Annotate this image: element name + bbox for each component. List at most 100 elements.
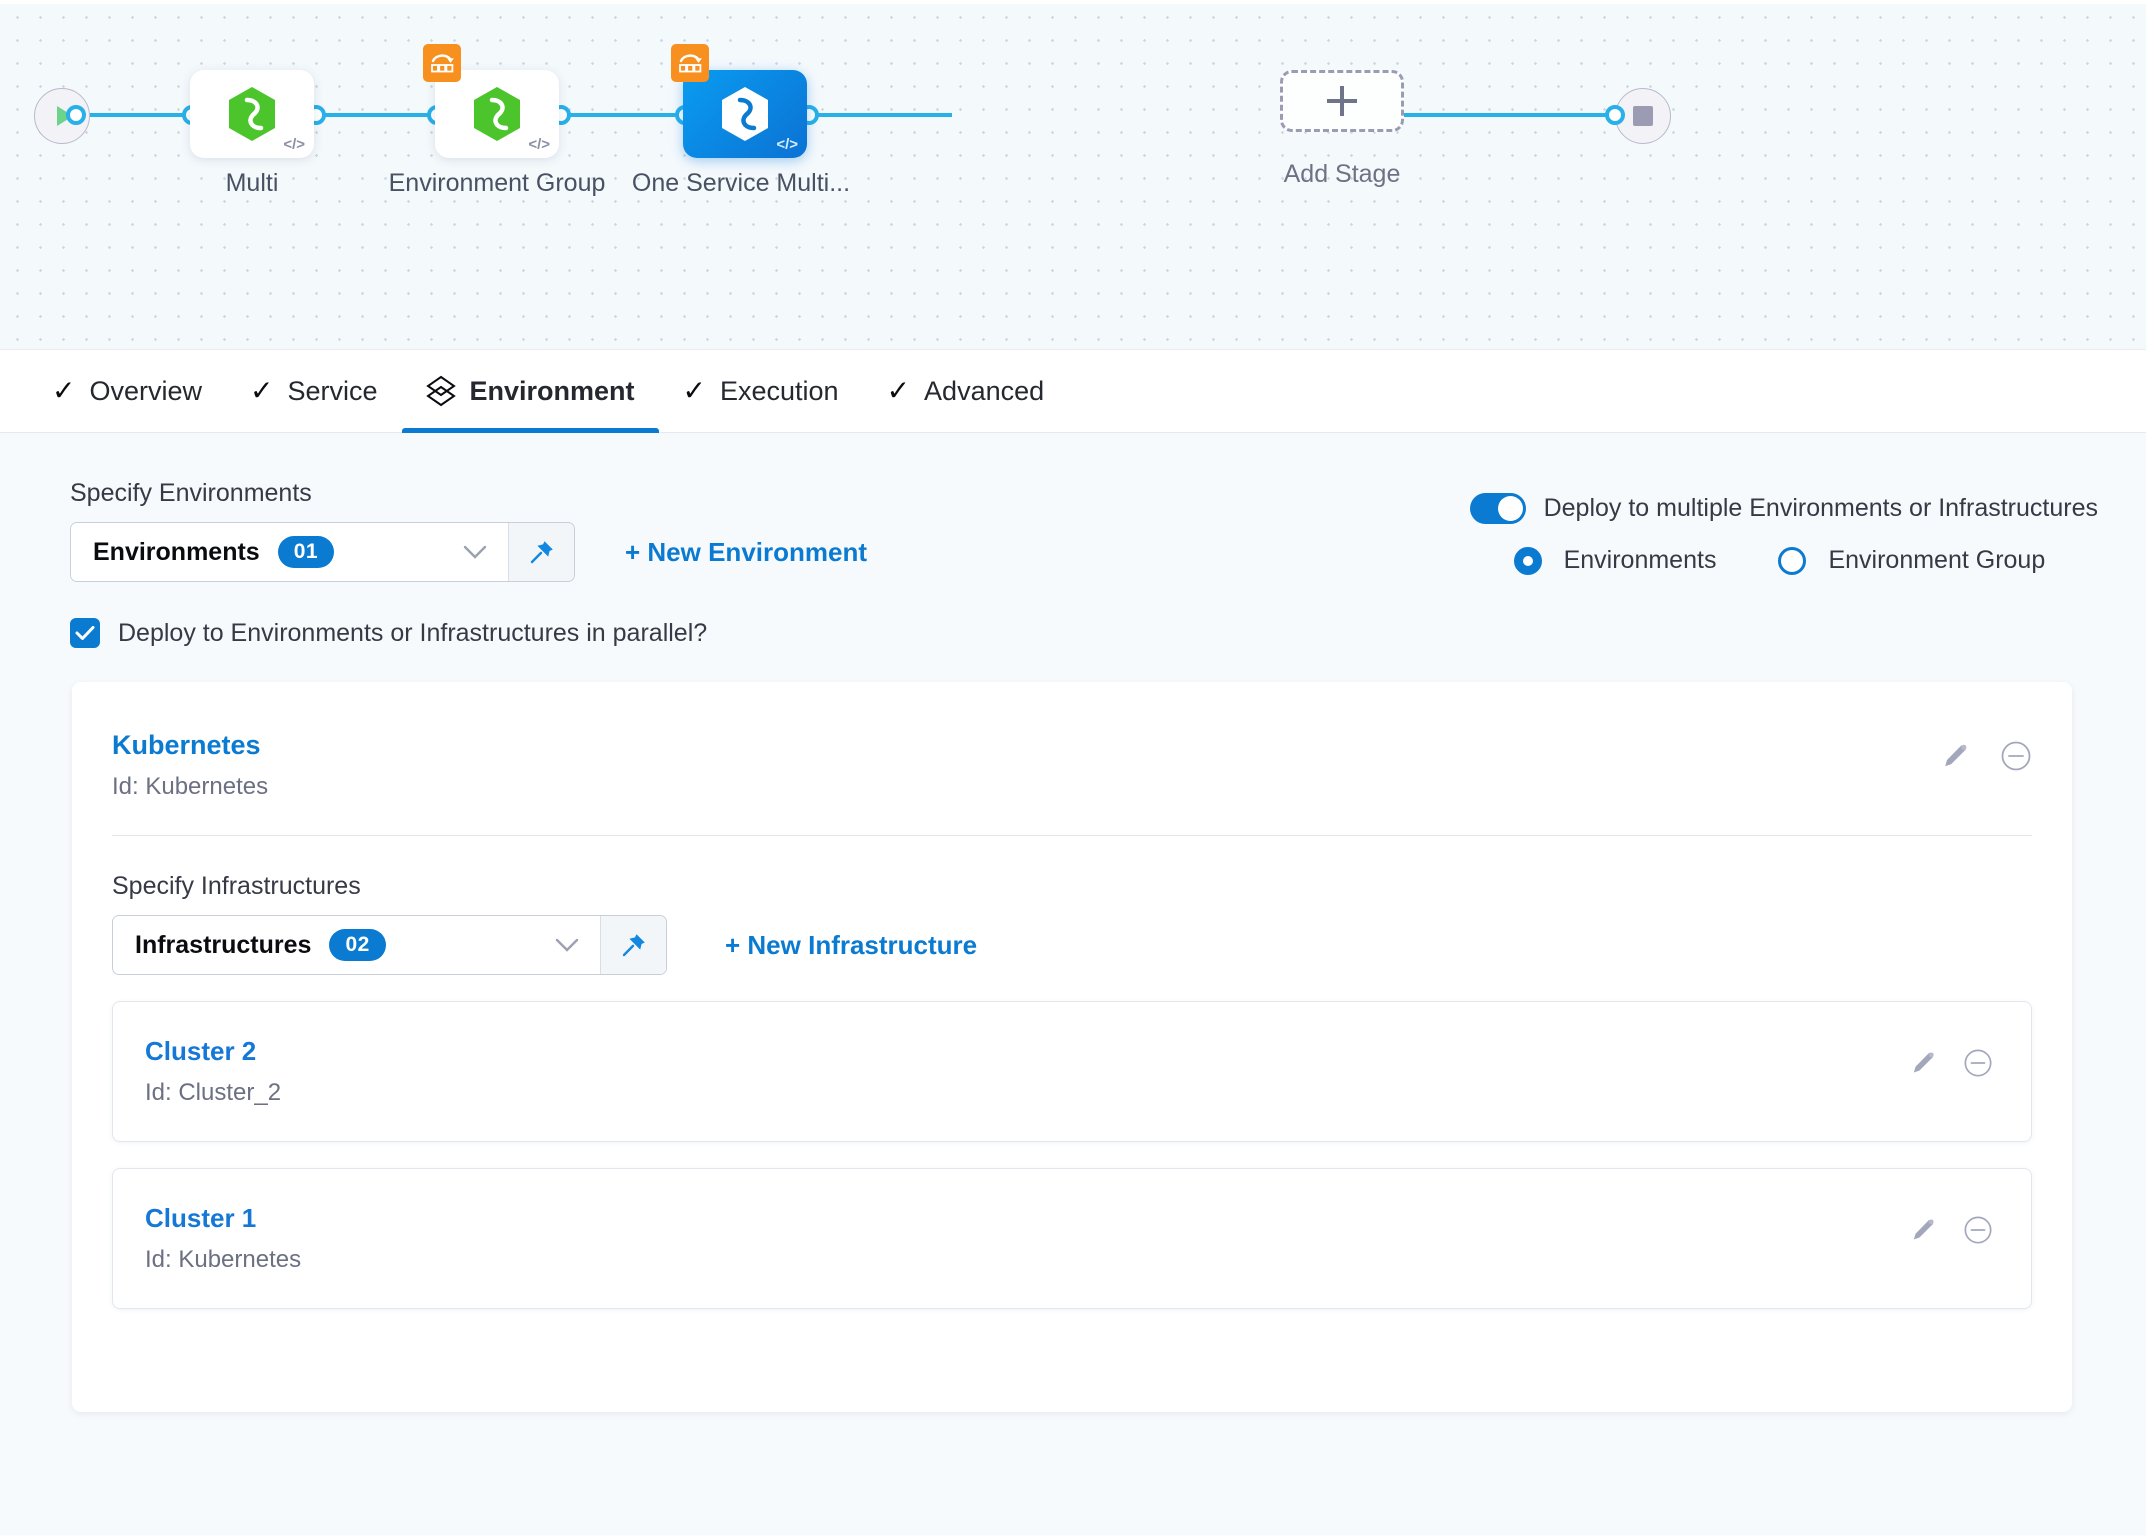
infrastructure-row: Cluster 1 Id: Kubernetes	[112, 1168, 2032, 1309]
tab-overview[interactable]: ✓ Overview	[28, 350, 226, 433]
stage-tab-bar: ✓ Overview ✓ Service Environment ✓ Execu…	[0, 350, 2146, 434]
tab-advanced[interactable]: ✓ Advanced	[863, 350, 1069, 433]
pin-icon	[528, 538, 556, 566]
environments-toolbar: Specify Environments Environments 01	[0, 433, 2146, 582]
stage-node-multi[interactable]: </>	[190, 70, 314, 158]
specify-infrastructures-label: Specify Infrastructures	[112, 872, 361, 900]
port-end-in[interactable]	[1605, 105, 1625, 125]
tab-label: Execution	[720, 375, 839, 406]
parallel-deploy-checkbox[interactable]	[70, 618, 100, 648]
environment-type-radio-group: Environments Environment Group	[1513, 546, 2086, 575]
infrastructure-titles: Cluster 2 Id: Cluster_2	[145, 1036, 281, 1107]
radio-environments[interactable]	[1513, 546, 1542, 575]
environments-count-badge: 01	[277, 536, 335, 568]
pin-icon	[620, 931, 648, 959]
infrastructures-select[interactable]: Infrastructures 02	[112, 915, 667, 975]
infrastructure-name-link[interactable]: Cluster 2	[145, 1036, 257, 1066]
tab-environment[interactable]: Environment	[401, 350, 659, 434]
tab-execution[interactable]: ✓ Execution	[659, 350, 863, 433]
environment-tab-panel: Specify Environments Environments 01	[0, 433, 2146, 1535]
new-environment-link[interactable]: + New Environment	[625, 536, 867, 567]
deploy-multiple-label: Deploy to multiple Environments or Infra…	[1543, 494, 2098, 522]
infrastructure-id-text: Id: Kubernetes	[145, 1246, 302, 1273]
deploy-multiple-toggle[interactable]	[1469, 493, 1526, 524]
tab-label: Advanced	[924, 375, 1045, 406]
yaml-code-icon[interactable]: </>	[776, 136, 798, 153]
pencil-icon[interactable]	[1909, 1049, 1937, 1077]
infrastructure-id-text: Id: Cluster_2	[145, 1079, 282, 1106]
layers-icon	[425, 375, 456, 407]
environment-name-link[interactable]: Kubernetes	[112, 730, 261, 760]
radio-environment-group[interactable]	[1778, 546, 1807, 575]
checkmark-icon	[75, 626, 95, 640]
infrastructures-section: Specify Infrastructures Infrastructures …	[112, 836, 2032, 1309]
port-start-out[interactable]	[66, 105, 86, 125]
tab-label: Environment	[469, 375, 635, 406]
chevron-down-icon	[462, 544, 488, 560]
check-icon: ✓	[886, 375, 911, 406]
environments-select[interactable]: Environments 01	[70, 522, 575, 582]
environment-card-divider	[112, 835, 2032, 836]
stage-node-environment-group[interactable]: </>	[423, 44, 559, 158]
minus-circle-icon[interactable]	[2000, 740, 2032, 772]
stage-label-one-service-multi: One Service Multi...	[631, 169, 851, 197]
check-icon: ✓	[52, 375, 76, 406]
check-icon: ✓	[250, 375, 274, 406]
parallel-deploy-label: Deploy to Environments or Infrastructure…	[118, 618, 708, 647]
loop-strategy-icon	[671, 44, 709, 82]
infrastructure-name-link[interactable]: Cluster 1	[145, 1203, 257, 1233]
chevron-down-icon	[554, 937, 580, 953]
specify-environments-group: Specify Environments Environments 01	[70, 479, 867, 582]
harness-hexagon-icon	[722, 87, 768, 141]
environments-select-text: Environments	[93, 537, 260, 566]
connector-start-to-multi	[76, 113, 216, 117]
environment-card-actions	[1940, 730, 2032, 772]
canvas-top-border	[0, 0, 2146, 4]
infrastructures-select-text: Infrastructures	[135, 930, 312, 959]
infrastructures-pin-button[interactable]	[600, 916, 666, 974]
infrastructure-titles: Cluster 1 Id: Kubernetes	[145, 1203, 301, 1274]
tab-service[interactable]: ✓ Service	[226, 350, 402, 433]
environments-select-display[interactable]: Environments 01	[71, 523, 508, 581]
tab-label: Service	[287, 375, 378, 406]
stage-label-multi: Multi	[225, 169, 279, 197]
connector-multi-to-envgroup	[320, 113, 460, 117]
radio-environments-label: Environments	[1563, 546, 1717, 574]
pipeline-canvas[interactable]: </> Multi </> Environment Group	[0, 0, 2146, 350]
tab-label: Overview	[89, 375, 202, 406]
parallel-deploy-row: Deploy to Environments or Infrastructure…	[0, 582, 2146, 648]
yaml-code-icon[interactable]: </>	[283, 136, 305, 153]
toggle-knob	[1497, 496, 1523, 521]
connector-oneservice-to-addstage	[812, 113, 952, 117]
stage-label-environment-group: Environment Group	[388, 169, 606, 197]
connector-envgroup-to-oneservice	[565, 113, 705, 117]
infrastructures-select-display[interactable]: Infrastructures 02	[113, 916, 600, 974]
plus-icon	[1325, 84, 1359, 118]
pencil-icon[interactable]	[1940, 741, 1970, 771]
infrastructure-actions	[1909, 1203, 1993, 1245]
harness-hexagon-icon	[474, 87, 520, 141]
environments-pin-button[interactable]	[508, 523, 574, 581]
pencil-icon[interactable]	[1909, 1216, 1937, 1244]
add-stage-button[interactable]	[1280, 70, 1404, 132]
infrastructures-count-badge: 02	[329, 929, 386, 961]
new-infrastructure-link[interactable]: + New Infrastructure	[725, 929, 978, 960]
check-icon: ✓	[682, 375, 706, 406]
yaml-code-icon[interactable]: </>	[528, 136, 550, 153]
specify-environments-label: Specify Environments	[70, 479, 312, 507]
minus-circle-icon[interactable]	[1963, 1215, 1993, 1245]
loop-strategy-icon	[423, 44, 461, 82]
minus-circle-icon[interactable]	[1963, 1048, 1993, 1078]
environment-card-titles: Kubernetes Id: Kubernetes	[112, 730, 268, 801]
pipeline-start-node[interactable]	[34, 88, 90, 144]
environment-card-header: Kubernetes Id: Kubernetes	[112, 718, 2032, 801]
active-tab-underline	[401, 427, 659, 434]
environment-id-text: Id: Kubernetes	[112, 773, 269, 800]
connector-addstage-to-end	[1404, 113, 1629, 117]
infrastructure-actions	[1909, 1036, 1993, 1078]
radio-environment-group-label: Environment Group	[1828, 546, 2046, 574]
stop-icon	[1633, 106, 1653, 126]
stage-node-one-service-multi[interactable]: </>	[671, 44, 807, 158]
environment-card: Kubernetes Id: Kubernetes	[72, 682, 2072, 1412]
deploy-multiple-toggle-row: Deploy to multiple Environments or Infra…	[1469, 493, 2098, 524]
